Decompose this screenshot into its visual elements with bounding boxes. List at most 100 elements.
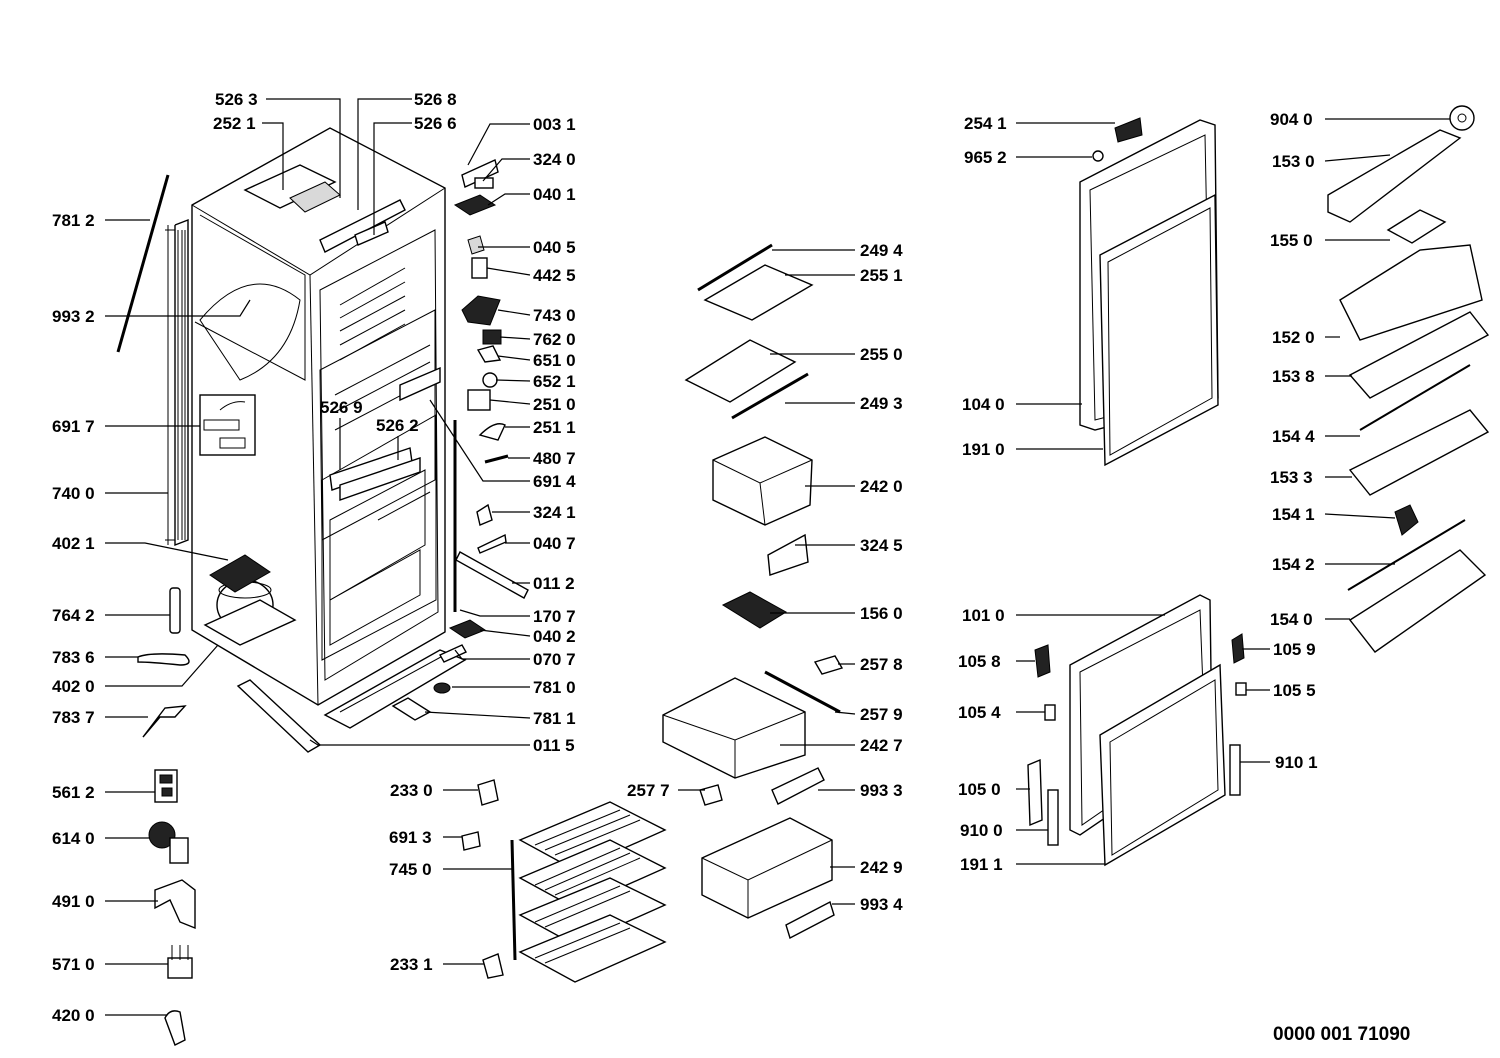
label-561-2: 561 2 — [52, 783, 95, 802]
label-105-9: 105 9 — [1273, 640, 1316, 659]
label-153-3: 153 3 — [1270, 468, 1313, 487]
label-781-0: 781 0 — [533, 678, 576, 697]
freezer-drawer-1 — [662, 677, 806, 779]
label-783-7: 783 7 — [52, 708, 95, 727]
label-910-0: 910 0 — [960, 821, 1003, 840]
label-257-7: 257 7 — [627, 781, 670, 800]
label-254-1: 254 1 — [964, 114, 1007, 133]
label-233-1: 233 1 — [390, 955, 433, 974]
label-491-0: 491 0 — [52, 892, 95, 911]
drawer-front-2 — [785, 900, 835, 940]
label-965-2: 965 2 — [964, 148, 1007, 167]
small-clip-top — [813, 655, 844, 675]
leader-lines — [105, 98, 1450, 1016]
label-993-3: 993 3 — [860, 781, 903, 800]
label-154-2: 154 2 — [1272, 555, 1315, 574]
label-249-4: 249 4 — [860, 241, 903, 260]
label-324-1: 324 1 — [533, 503, 576, 522]
label-691-7: 691 7 — [52, 417, 95, 436]
label-251-0: 251 0 — [533, 395, 576, 414]
label-242-7: 242 7 — [860, 736, 903, 755]
label-105-0: 105 0 — [958, 780, 1001, 799]
drawing-number: 0000 001 71090 — [1273, 1024, 1410, 1045]
label-420-0: 420 0 — [52, 1006, 95, 1025]
label-764-2: 764 2 — [52, 606, 95, 625]
label-743-0: 743 0 — [533, 306, 576, 325]
label-740-0: 740 0 — [52, 484, 95, 503]
crisper-box-top — [712, 436, 813, 526]
label-993-4: 993 4 — [860, 895, 903, 914]
label-252-1: 252 1 — [213, 114, 256, 133]
label-745-0: 745 0 — [389, 860, 432, 879]
drawer-front-1 — [771, 767, 825, 805]
label-152-0: 152 0 — [1272, 328, 1315, 347]
label-324-0: 324 0 — [533, 150, 576, 169]
label-242-0: 242 0 — [860, 477, 903, 496]
label-571-0: 571 0 — [52, 955, 95, 974]
label-781-1: 781 1 — [533, 709, 576, 728]
label-324-5: 324 5 — [860, 536, 903, 555]
label-153-8: 153 8 — [1272, 367, 1315, 386]
label-251-1: 251 1 — [533, 418, 576, 437]
label-526-8: 526 8 — [414, 90, 457, 109]
label-255-0: 255 0 — [860, 345, 903, 364]
part-labels: 526 3 252 1 526 8 526 6 003 1 324 0 040 … — [52, 90, 1410, 1045]
drain-tube — [116, 174, 170, 353]
condenser-grid — [165, 218, 189, 547]
label-526-6: 526 6 — [414, 114, 457, 133]
label-762-0: 762 0 — [533, 330, 576, 349]
label-003-1: 003 1 — [533, 115, 576, 134]
label-105-8: 105 8 — [958, 652, 1001, 671]
label-255-1: 255 1 — [860, 266, 903, 285]
label-011-2: 011 2 — [533, 574, 575, 593]
top-control-box — [243, 159, 499, 253]
compressor — [203, 554, 297, 646]
egg-tray — [721, 591, 787, 629]
glass-shelves — [684, 243, 814, 420]
freezer-door — [1027, 594, 1247, 867]
label-040-5: 040 5 — [533, 238, 576, 257]
label-154-1: 154 1 — [1272, 505, 1315, 524]
label-614-0: 614 0 — [52, 829, 95, 848]
label-651-0: 651 0 — [533, 351, 576, 370]
label-242-9: 242 9 — [860, 858, 903, 877]
label-526-2: 526 2 — [376, 416, 419, 435]
label-402-0: 402 0 — [52, 677, 95, 696]
refrigerator-cabinet — [191, 127, 467, 729]
door-shelves — [1327, 105, 1490, 653]
label-170-7: 170 7 — [533, 607, 576, 626]
label-652-1: 652 1 — [533, 372, 576, 391]
label-257-9: 257 9 — [860, 705, 903, 724]
label-442-5: 442 5 — [533, 266, 576, 285]
label-249-3: 249 3 — [860, 394, 903, 413]
label-040-1: 040 1 — [533, 185, 576, 204]
label-040-2: 040 2 — [533, 627, 576, 646]
small-clip-mid — [699, 784, 723, 806]
label-691-3: 691 3 — [389, 828, 432, 847]
label-233-0: 233 0 — [390, 781, 433, 800]
label-480-7: 480 7 — [533, 449, 576, 468]
label-910-1: 910 1 — [1275, 753, 1318, 772]
label-040-7: 040 7 — [533, 534, 576, 553]
control-panel-icons — [199, 394, 256, 456]
label-191-0: 191 0 — [962, 440, 1005, 459]
label-011-5: 011 5 — [533, 736, 575, 755]
label-104-0: 104 0 — [962, 395, 1005, 414]
label-191-1: 191 1 — [960, 855, 1003, 874]
label-155-0: 155 0 — [1270, 231, 1313, 250]
label-993-2: 993 2 — [52, 307, 95, 326]
drawer-rail — [764, 670, 841, 714]
label-526-3: 526 3 — [215, 90, 258, 109]
label-154-4: 154 4 — [1272, 427, 1315, 446]
label-153-0: 153 0 — [1272, 152, 1315, 171]
label-904-0: 904 0 — [1270, 110, 1313, 129]
shelf-holder — [767, 533, 809, 576]
label-101-0: 101 0 — [962, 606, 1005, 625]
label-691-4: 691 4 — [533, 472, 576, 491]
wire-baskets — [461, 779, 667, 983]
label-070-7: 070 7 — [533, 650, 576, 669]
label-257-8: 257 8 — [860, 655, 903, 674]
fridge-door — [1079, 117, 1219, 467]
label-783-6: 783 6 — [52, 648, 95, 667]
